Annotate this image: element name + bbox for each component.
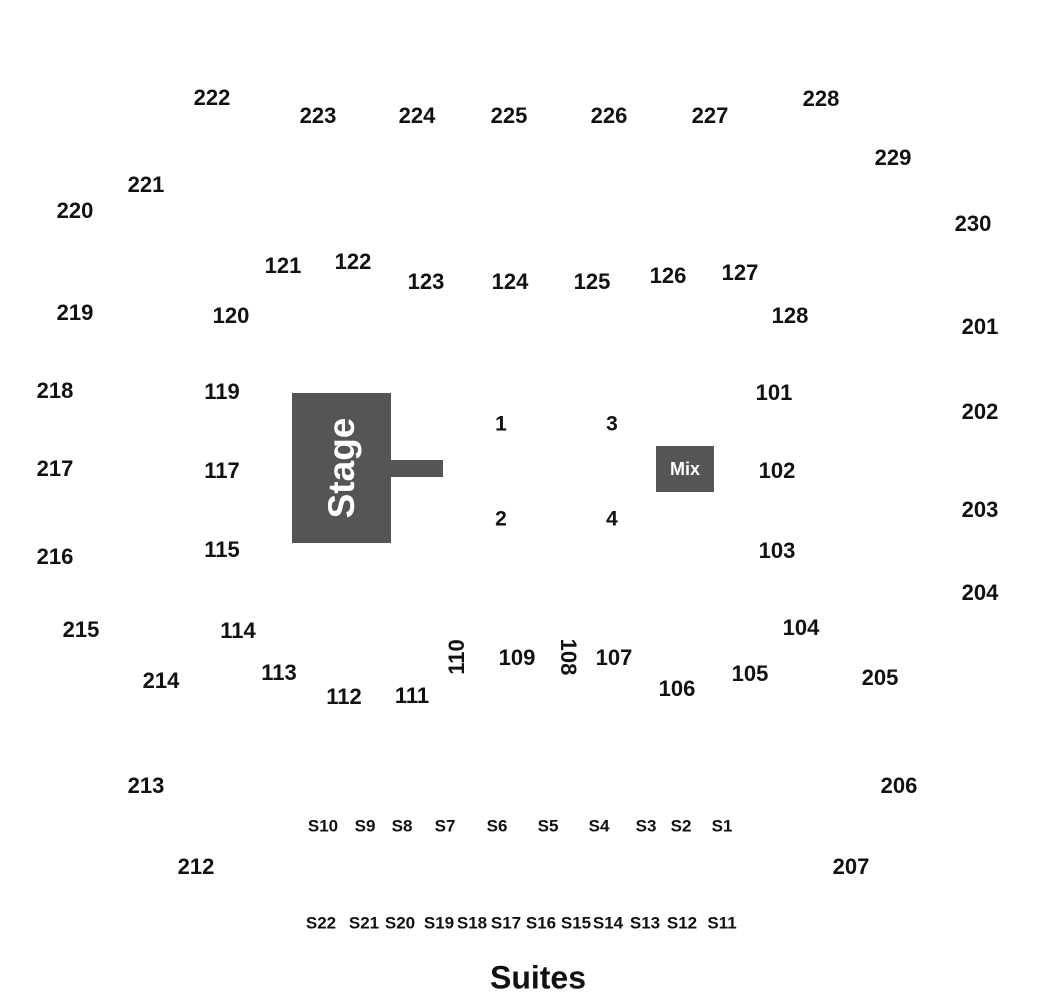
section-106[interactable]: 106 (658, 676, 696, 701)
suite-s3[interactable]: S3 (635, 816, 657, 836)
section-224[interactable]: 224 (398, 103, 436, 128)
stage-runway (391, 460, 443, 477)
section-108[interactable]: 108 (556, 638, 581, 676)
section-105[interactable]: 105 (731, 661, 769, 686)
section-227[interactable]: 227 (691, 103, 729, 128)
section-113[interactable]: 113 (261, 660, 297, 685)
suite-s20[interactable]: S20 (384, 913, 416, 933)
section-120[interactable]: 120 (212, 303, 250, 328)
stage-label: Stage (320, 417, 362, 519)
suite-s19[interactable]: S19 (423, 913, 455, 933)
section-212[interactable]: 212 (177, 854, 215, 879)
suite-s7[interactable]: S7 (434, 816, 456, 836)
section-221[interactable]: 221 (127, 172, 165, 197)
section-203[interactable]: 203 (961, 497, 999, 522)
suite-s12[interactable]: S12 (666, 913, 698, 933)
suite-s11[interactable]: S11 (707, 913, 737, 933)
stage: Stage (292, 393, 391, 543)
section-229[interactable]: 229 (874, 145, 912, 170)
section-126[interactable]: 126 (649, 263, 687, 288)
section-204[interactable]: 204 (961, 580, 999, 605)
section-222[interactable]: 222 (193, 85, 231, 110)
suite-s16[interactable]: S16 (525, 913, 557, 933)
suite-s21[interactable]: S21 (348, 913, 380, 933)
section-220[interactable]: 220 (56, 198, 94, 223)
section-225[interactable]: 225 (490, 103, 528, 128)
section-110[interactable]: 110 (444, 639, 469, 675)
section-127[interactable]: 127 (721, 260, 759, 285)
section-215[interactable]: 215 (62, 617, 100, 642)
section-213[interactable]: 213 (127, 773, 165, 798)
section-128[interactable]: 128 (771, 303, 809, 328)
section-205[interactable]: 205 (861, 665, 899, 690)
section-119[interactable]: 119 (204, 379, 240, 404)
mix-position: Mix (656, 446, 714, 492)
suite-s15[interactable]: S15 (560, 913, 592, 933)
suite-s6[interactable]: S6 (486, 816, 508, 836)
suite-s14[interactable]: S14 (592, 913, 624, 933)
suite-s18[interactable]: S18 (456, 913, 488, 933)
suite-s17[interactable]: S17 (490, 913, 522, 933)
suite-s8[interactable]: S8 (391, 816, 413, 836)
suite-s5[interactable]: S5 (537, 816, 559, 836)
section-122[interactable]: 122 (334, 249, 372, 274)
section-206[interactable]: 206 (880, 773, 918, 798)
floor-section-2[interactable]: 2 (495, 507, 507, 531)
section-112[interactable]: 112 (326, 684, 362, 709)
section-219[interactable]: 219 (56, 300, 94, 325)
suite-s1[interactable]: S1 (711, 816, 733, 836)
mix-label: Mix (669, 458, 700, 479)
section-218[interactable]: 218 (36, 378, 74, 403)
section-123[interactable]: 123 (407, 269, 445, 294)
section-102[interactable]: 102 (758, 458, 796, 483)
floor-section-4[interactable]: 4 (606, 507, 618, 531)
section-202[interactable]: 202 (961, 399, 999, 424)
suite-s10[interactable]: S10 (307, 816, 339, 836)
floor-section-3[interactable]: 3 (606, 412, 618, 436)
section-201[interactable]: 201 (961, 314, 999, 339)
section-111[interactable]: 111 (394, 683, 430, 708)
section-228[interactable]: 228 (802, 86, 840, 111)
suites-title: Suites (489, 959, 587, 996)
section-104[interactable]: 104 (782, 615, 820, 640)
section-217[interactable]: 217 (36, 456, 74, 481)
floor-section-1[interactable]: 1 (495, 412, 507, 436)
section-230[interactable]: 230 (954, 211, 992, 236)
section-207[interactable]: 207 (832, 854, 870, 879)
section-121[interactable]: 121 (264, 253, 302, 278)
suite-s4[interactable]: S4 (588, 816, 610, 836)
section-114[interactable]: 114 (220, 618, 256, 643)
section-103[interactable]: 103 (758, 538, 796, 563)
suite-s2[interactable]: S2 (670, 816, 692, 836)
suite-s13[interactable]: S13 (629, 913, 661, 933)
section-216[interactable]: 216 (36, 544, 74, 569)
suite-s9[interactable]: S9 (354, 816, 376, 836)
section-117[interactable]: 117 (204, 458, 240, 483)
suite-s22[interactable]: S22 (305, 913, 337, 933)
section-109[interactable]: 109 (498, 645, 536, 670)
section-107[interactable]: 107 (595, 645, 633, 670)
section-124[interactable]: 124 (491, 269, 529, 294)
section-115[interactable]: 115 (204, 537, 240, 562)
section-223[interactable]: 223 (299, 103, 337, 128)
section-214[interactable]: 214 (142, 668, 180, 693)
section-101[interactable]: 101 (755, 380, 793, 405)
section-125[interactable]: 125 (573, 269, 611, 294)
section-226[interactable]: 226 (590, 103, 628, 128)
